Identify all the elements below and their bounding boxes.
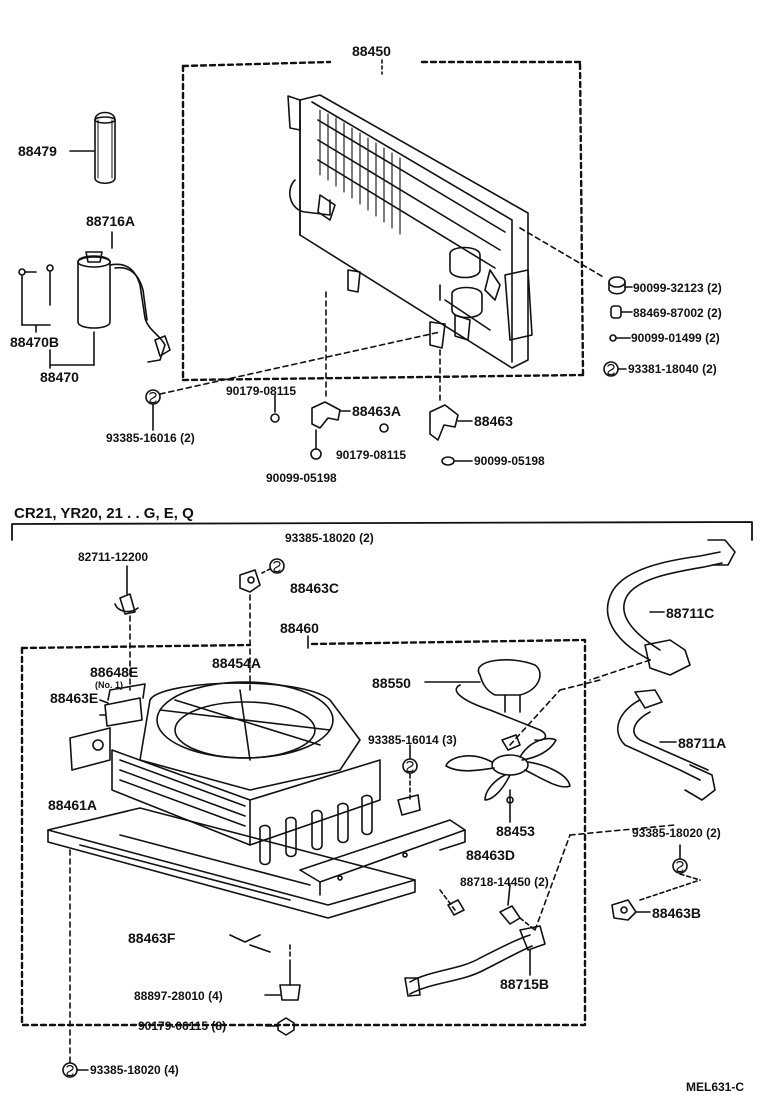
relay-82711-12200-drawing <box>114 565 139 691</box>
label-88711A: 88711A <box>678 735 727 751</box>
label-88453: 88453 <box>496 823 535 839</box>
label-88460: 88460 <box>280 620 319 636</box>
label-88463D: 88463D <box>466 847 516 863</box>
clip-88469-87002-drawing <box>610 305 633 319</box>
label-88711C: 88711C <box>666 605 715 621</box>
bracket-88463A-drawing <box>270 291 351 460</box>
label-93385-18020-top: 93385-18020 (2) <box>285 531 374 545</box>
label-88716A: 88716A <box>86 213 136 229</box>
label-88470: 88470 <box>40 369 79 385</box>
label-93381-18040: 93381-18040 (2) <box>628 362 717 376</box>
hose-88711A-drawing <box>616 689 716 801</box>
label-90099-05198-b: 90099-05198 <box>266 471 337 485</box>
label-90099-32123: 90099-32123 (2) <box>633 281 722 295</box>
label-88450: 88450 <box>352 43 391 59</box>
condenser-group-frame <box>181 60 585 382</box>
fan-88453-drawing <box>445 679 601 823</box>
bracket-88463B-drawing <box>611 879 701 921</box>
label-88463C: 88463C <box>290 580 340 596</box>
label-93385-18020-bottom: 93385-18020 (4) <box>90 1063 179 1077</box>
mount-88897-28010-drawing <box>264 944 301 1001</box>
label-88463E: 88463E <box>50 690 99 706</box>
label-88463F: 88463F <box>128 930 176 946</box>
condenser-drawing <box>287 94 533 369</box>
label-90179-06115: 90179-06115 (8) <box>138 1019 227 1033</box>
label-90179-08115-a: 90179-08115 <box>226 384 297 398</box>
bracket-88463-drawing <box>379 349 473 466</box>
label-90099-05198-a: 90099-05198 <box>474 454 545 468</box>
bracket-88463C-drawing <box>239 558 285 691</box>
label-88463B: 88463B <box>652 905 702 921</box>
label-88550: 88550 <box>372 675 411 691</box>
label-88897-28010: 88897-28010 (4) <box>134 989 223 1003</box>
label-88463: 88463 <box>474 413 513 429</box>
label-88715B: 88715B <box>500 976 550 992</box>
drier-88479-drawing <box>69 111 116 185</box>
label-93385-18020-right: 93385-18020 (2) <box>632 826 721 840</box>
bolt-93381-18040-drawing <box>603 361 627 377</box>
grommet-90099-32123-drawing <box>608 276 633 295</box>
model-applicability-label: CR21, YR20, 21 . . G, E, Q <box>14 505 194 522</box>
receiver-88470-drawing <box>18 231 171 369</box>
bolt-93385-16016-drawing <box>145 331 441 431</box>
label-88718-14450: 88718-14450 (2) <box>460 875 549 889</box>
bolt-93385-16014-drawing <box>397 744 421 816</box>
label-88463A: 88463A <box>352 403 402 419</box>
label-88470B: 88470B <box>10 334 60 350</box>
dash-condenser-right <box>519 227 606 279</box>
label-82711-12200: 82711-12200 <box>78 550 149 564</box>
label-90179-08115-b: 90179-08115 <box>336 448 407 462</box>
label-88469-87002: 88469-87002 (2) <box>633 306 722 320</box>
hose-88715B-drawing <box>404 824 676 997</box>
model-bracket-line <box>11 521 753 541</box>
unit-group-frame <box>20 638 587 1027</box>
nut-90099-01499-drawing <box>609 334 631 342</box>
label-93385-16014: 93385-16014 (3) <box>368 733 457 747</box>
cooling-unit-drawing <box>47 681 466 953</box>
label-88479: 88479 <box>18 143 57 159</box>
bolt-93385-18020-bottom-drawing <box>62 849 89 1078</box>
label-88454A: 88454A <box>212 655 262 671</box>
label-93385-16016: 93385-16016 (2) <box>106 431 195 445</box>
bolt-93385-18020-right-drawing <box>672 844 701 881</box>
label-no1: (No. 1) <box>95 680 123 690</box>
nut-90179-06115-drawing <box>265 1017 295 1036</box>
hose-88711C-drawing <box>589 539 736 681</box>
label-88461A: 88461A <box>48 797 98 813</box>
diagram-code: MEL631-C <box>686 1080 745 1094</box>
label-90099-01499: 90099-01499 (2) <box>631 331 720 345</box>
label-88648E: 88648E <box>90 664 139 680</box>
